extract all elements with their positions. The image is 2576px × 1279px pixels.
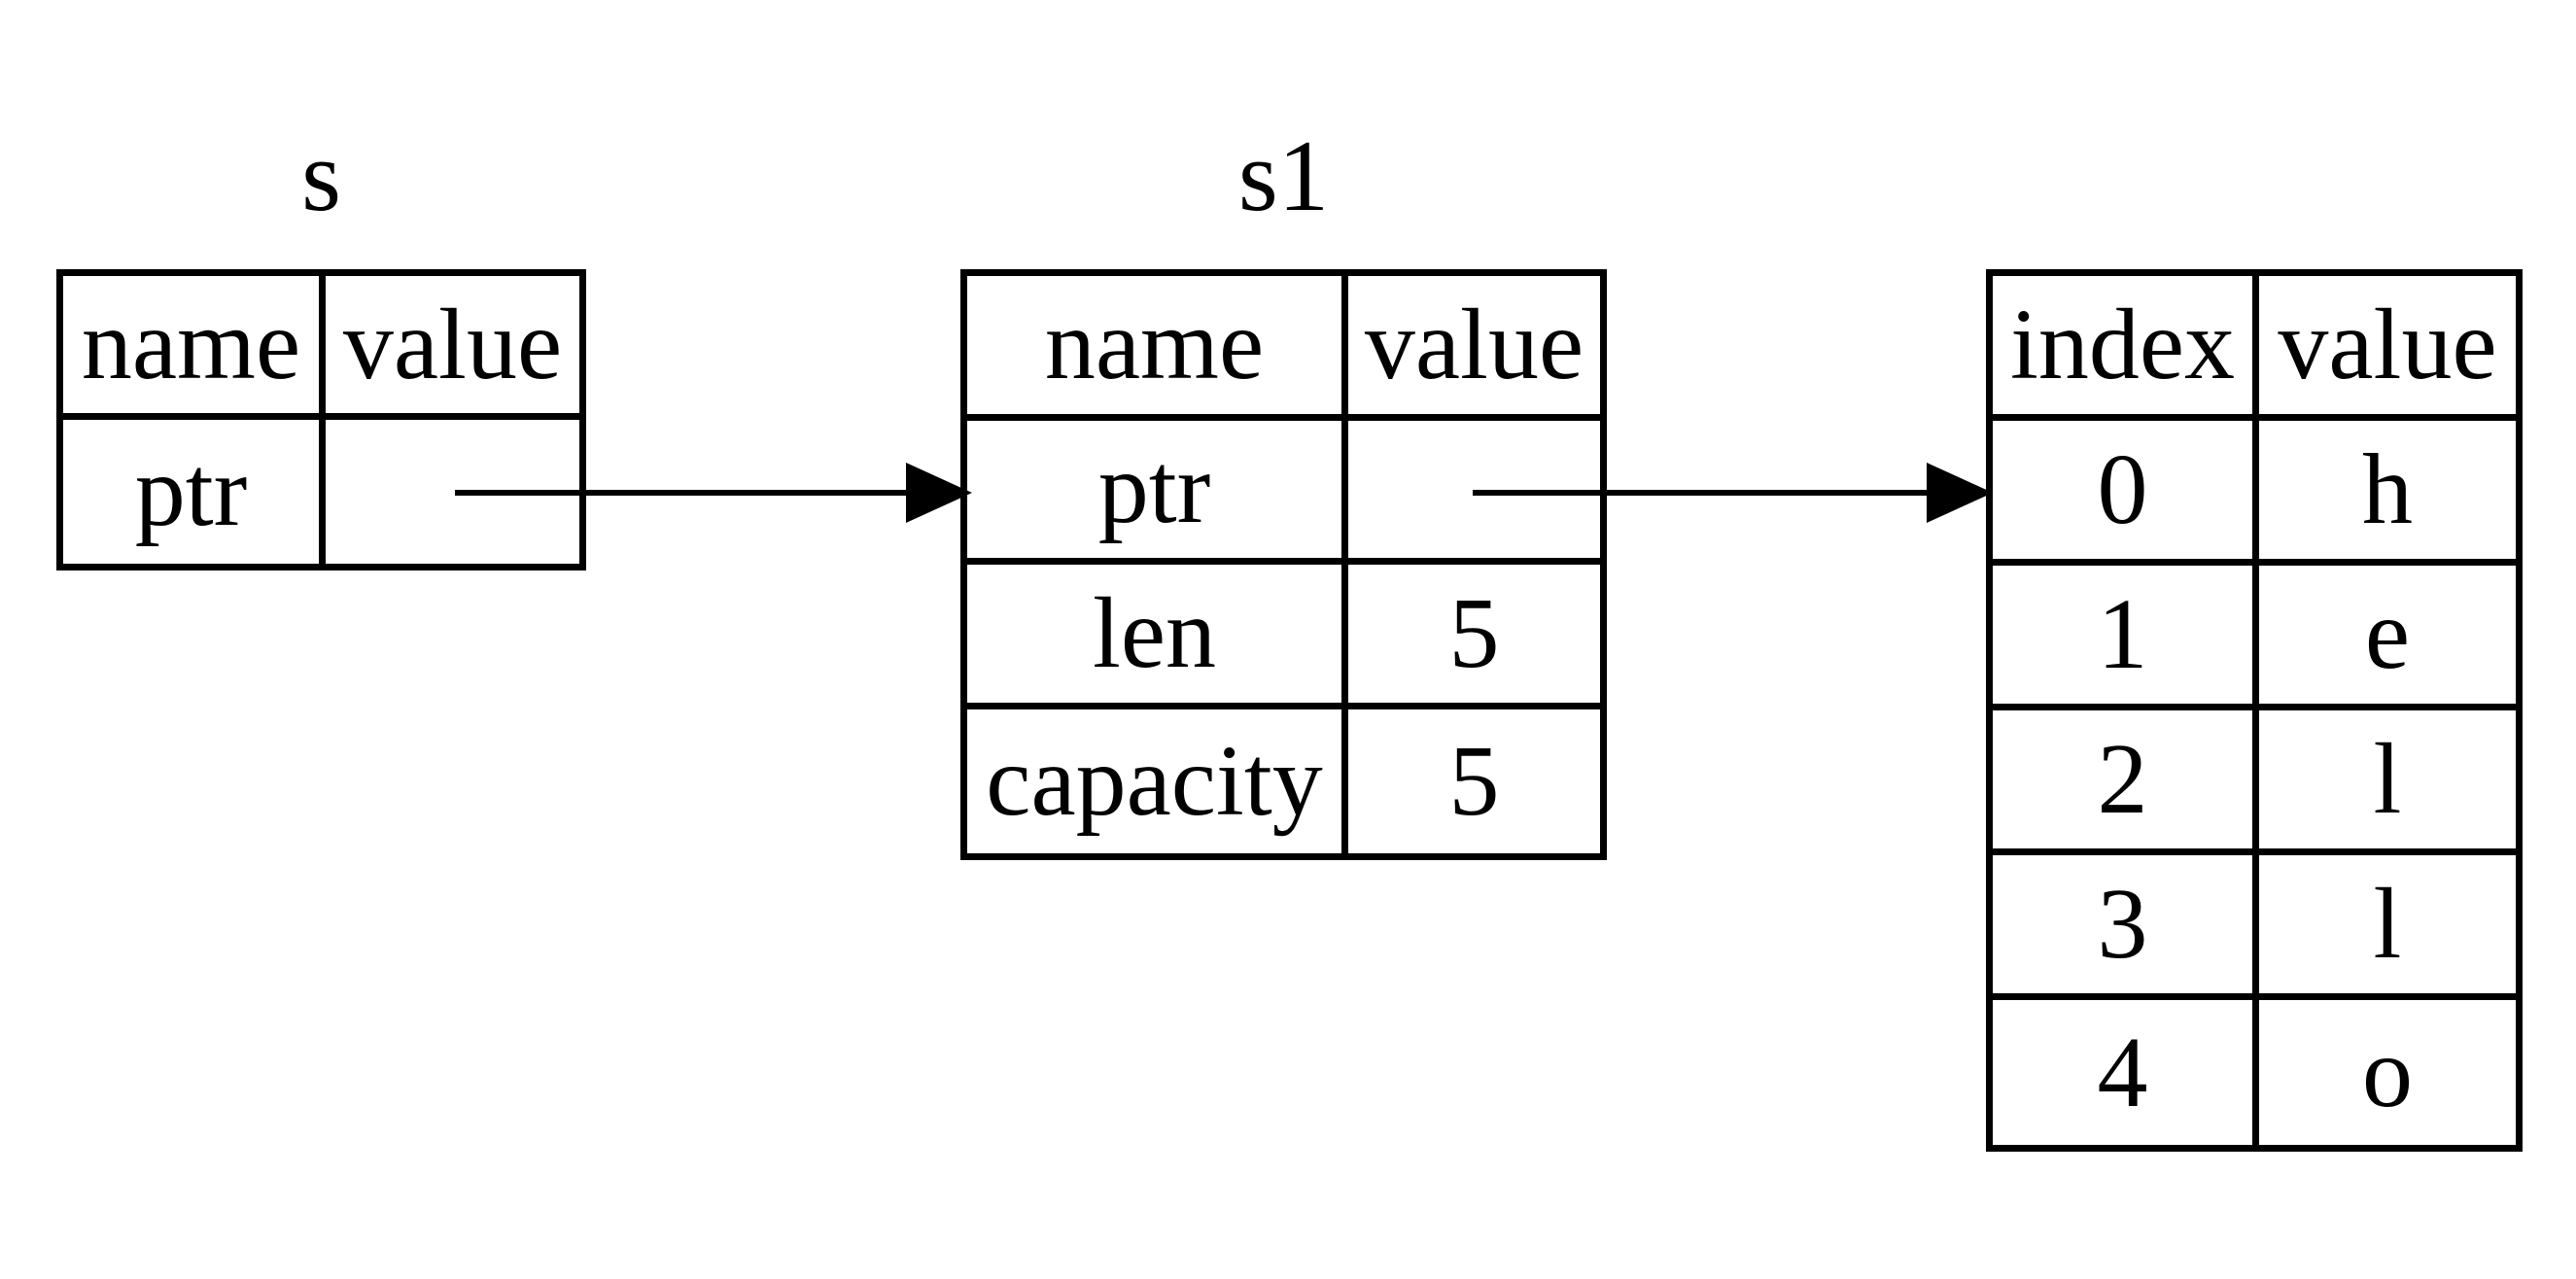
buffer-cell-value-3: l bbox=[2259, 855, 2516, 1000]
arrowhead-icon bbox=[1927, 463, 1993, 523]
buffer-cell-index-4: 4 bbox=[1993, 1000, 2259, 1145]
buffer-cell-value-1: e bbox=[2259, 566, 2516, 710]
table-s-header-name: name bbox=[63, 276, 326, 420]
table-s1-cell-ptr-name: ptr bbox=[967, 420, 1348, 565]
buffer-cell-value-2: l bbox=[2259, 710, 2516, 855]
buffer-cell-index-2: 2 bbox=[1993, 710, 2259, 855]
table-s1: name value ptr len 5 capacity 5 bbox=[960, 269, 1607, 860]
table-s-cell-ptr-name: ptr bbox=[63, 420, 326, 564]
buffer-header-value: value bbox=[2259, 276, 2516, 421]
table-s1-cell-capacity-name: capacity bbox=[967, 709, 1348, 853]
buffer-header-index: index bbox=[1993, 276, 2259, 421]
table-s1-cell-capacity-value: 5 bbox=[1448, 724, 1500, 837]
buffer-cell-index-3: 3 bbox=[1993, 855, 2259, 1000]
table-s-header-value: value bbox=[326, 276, 579, 420]
pointer-arrow-s-to-s1-shaft bbox=[455, 490, 916, 496]
buffer-cell-index-1: 1 bbox=[1993, 566, 2259, 710]
table-s1-header-name: name bbox=[967, 276, 1348, 421]
table-s: name value ptr bbox=[56, 269, 586, 570]
buffer-cell-value-0: h bbox=[2259, 421, 2516, 566]
table-s1-cell-len-name: len bbox=[967, 565, 1348, 709]
table-s1-cell-ptr-value bbox=[1348, 421, 1600, 565]
arrowhead-icon bbox=[906, 463, 972, 523]
table-s1-cell-len-value: 5 bbox=[1348, 565, 1600, 709]
table-s1-header-value: value bbox=[1348, 276, 1600, 421]
table-s1-label: s1 bbox=[1237, 119, 1330, 232]
buffer-cell-index-0: 0 bbox=[1993, 421, 2259, 566]
table-string-buffer: index value 0 h 1 e 2 l 3 l 4 o bbox=[1986, 269, 2523, 1152]
table-s-label: s bbox=[301, 119, 341, 232]
buffer-cell-value-4: o bbox=[2362, 1016, 2413, 1128]
pointer-arrow-s1-to-buffer-shaft bbox=[1473, 490, 1936, 496]
